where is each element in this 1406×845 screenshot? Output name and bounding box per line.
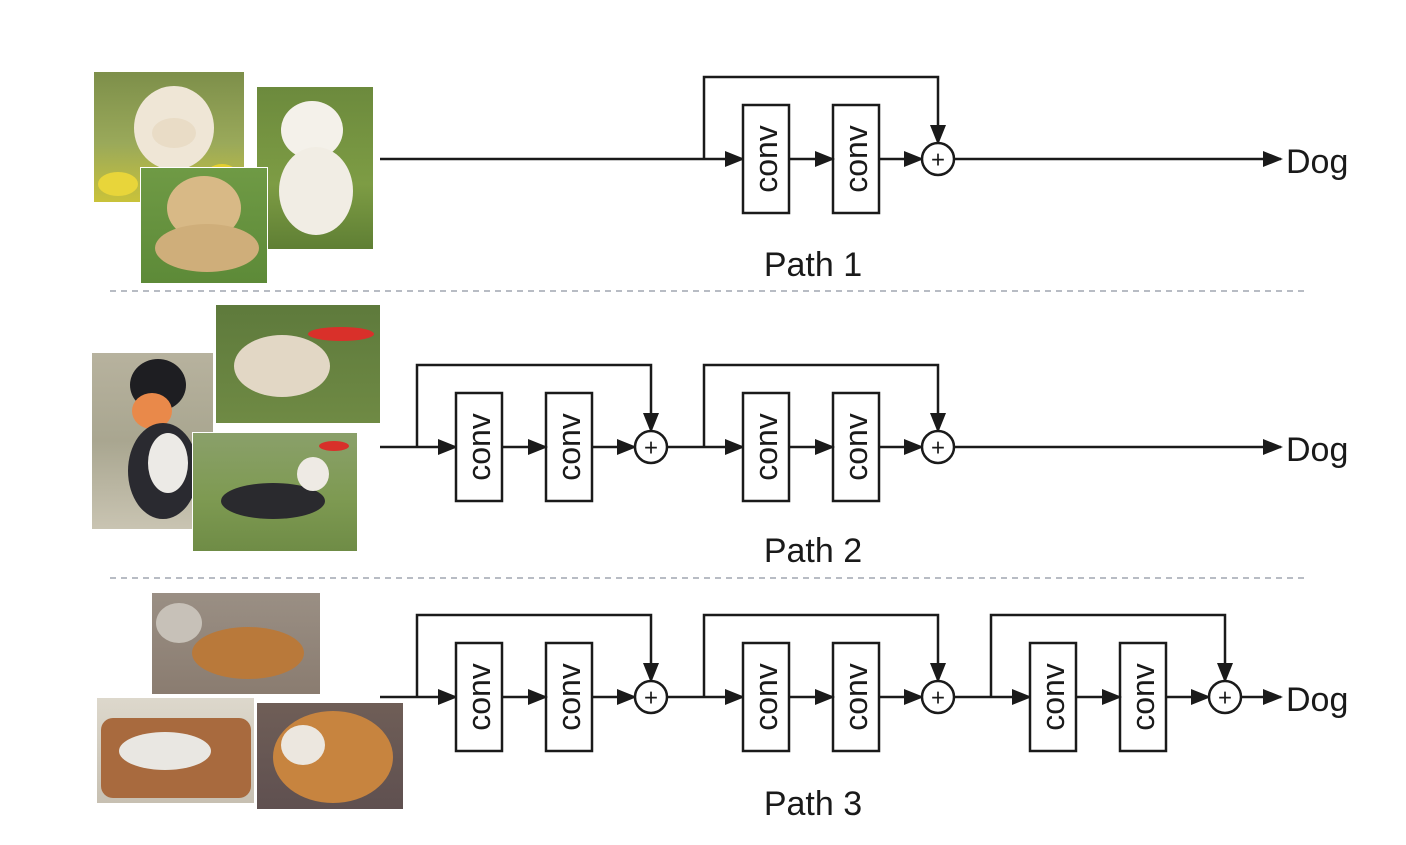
path2-block2-conv-label-1: conv (748, 413, 784, 481)
path1-block1-conv-box-1 (741, 103, 791, 215)
path2-block2-conv-label-2: conv (838, 413, 874, 481)
path-title-1: Path 1 (764, 246, 862, 284)
path3-block1-conv-label-1: conv (461, 663, 497, 731)
path2-block1-conv-label-1: conv (461, 413, 497, 481)
path2-block1-add-symbol: + (644, 435, 658, 462)
output-label-2: Dog (1286, 431, 1348, 469)
path2-block2-skip-connection (702, 363, 946, 447)
photo-dog-sleeping-couch (96, 697, 255, 804)
path1-block1-add-symbol: + (931, 147, 945, 174)
path3-block2-skip-connection (702, 613, 946, 697)
output-label-3: Dog (1286, 681, 1348, 719)
residual-blocks: conv conv + conv conv + conv conv + conv conv + conv… (380, 75, 1283, 753)
path3-block2-conv-box-1 (741, 641, 791, 753)
photo-golden-puppy-grass (140, 167, 268, 284)
path3-block3-skip-connection (989, 613, 1233, 697)
path3-block2-add-symbol: + (931, 685, 945, 712)
path1-block1-conv-label-2: conv (838, 125, 874, 193)
path-title-3: Path 3 (764, 785, 862, 823)
path3-block2-conv-label-2: conv (838, 663, 874, 731)
path3-block1-skip-connection (415, 613, 659, 697)
path1-block1-conv-label-1: conv (748, 125, 784, 193)
photo-border-collie-frisbee (192, 432, 358, 552)
photo-golden-retriever-sleeping (151, 592, 321, 695)
path3-block3-add-symbol: + (1218, 685, 1232, 712)
photo-terrier-frisbee-jump (215, 304, 381, 424)
path3-block2-conv-label-1: conv (748, 663, 784, 731)
path3-block3-conv-label-1: conv (1035, 663, 1071, 731)
path2-block1-conv-label-2: conv (551, 413, 587, 481)
path3-block3-conv-label-2: conv (1125, 663, 1161, 731)
path2-block1-skip-connection (415, 363, 659, 447)
path2-block1-conv-box-2 (544, 391, 594, 503)
path2-block1-conv-box-1 (454, 391, 504, 503)
path-title-2: Path 2 (764, 532, 862, 570)
path2-block2-add-symbol: + (931, 435, 945, 462)
path1-block1-skip-connection (702, 75, 946, 159)
path3-block1-add-symbol: + (644, 685, 658, 712)
output-label-1: Dog (1286, 143, 1348, 181)
path3-block1-conv-label-2: conv (551, 663, 587, 731)
path2-block2-conv-box-2 (831, 391, 881, 503)
photo-dogs-curled-up (256, 702, 404, 810)
path1-block1-conv-box-2 (831, 103, 881, 215)
